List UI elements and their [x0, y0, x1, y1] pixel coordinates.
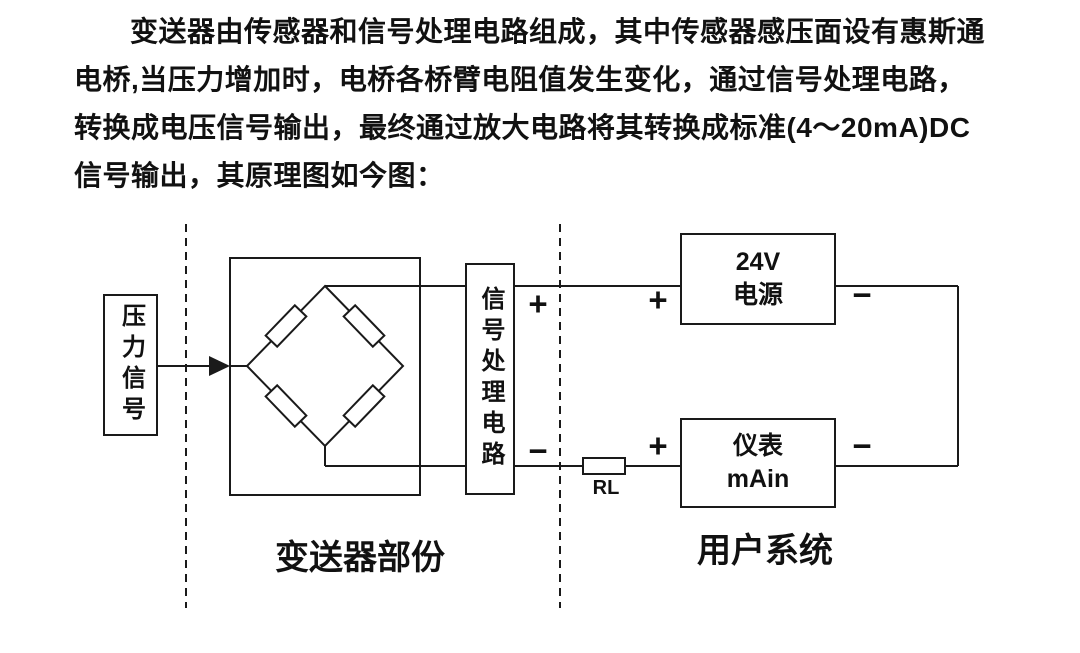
pressure-signal-label: 压力信号 [117, 303, 145, 427]
load-resistor [582, 457, 626, 475]
pressure-signal-box: 压力信号 [103, 294, 158, 436]
load-resistor-label: RL [592, 477, 620, 499]
paragraph-line: 电桥,当压力增加时，电桥各桥臂电阻值发生变化，通过信号处理电路， [74, 64, 966, 95]
paragraph-line: 转换成电压信号输出，最终通过放大电路将其转换成标准(4～20mA)DC [74, 112, 971, 143]
meter-label: 仪表 [732, 432, 783, 460]
flow-arrow-head [209, 356, 230, 376]
section-label-user-system: 用户系统 [697, 533, 833, 570]
signal-processing-label: 信号处理电路 [477, 286, 504, 472]
paragraph-line: 变送器由传感器和信号处理电路组成，其中传感器感压面设有惠斯通 [130, 16, 986, 47]
power-supply-label: 电源 [732, 281, 783, 309]
meter-plus-terminal: + [648, 427, 668, 464]
power-plus-terminal: + [648, 281, 668, 318]
bridge-outer-box [229, 257, 421, 496]
intro-paragraph: 变送器由传感器和信号处理电路组成，其中传感器感压面设有惠斯通 电桥,当压力增加时… [74, 8, 1019, 200]
signal-processing-box: 信号处理电路 [465, 263, 515, 495]
signal-plus-terminal: + [528, 285, 548, 322]
paragraph-line: 信号输出，其原理图如今图： [74, 160, 445, 191]
wheatstone-bridge [245, 284, 405, 448]
meter-unit-label: mAin [726, 465, 790, 493]
power-minus-terminal: − [852, 276, 872, 313]
meter-box: 仪表 mAin [680, 418, 836, 508]
bridge-resistor [342, 303, 386, 349]
bridge-resistor [264, 303, 308, 349]
bridge-resistor [264, 383, 308, 429]
signal-minus-terminal: − [528, 432, 548, 469]
power-supply-voltage: 24V [735, 248, 781, 276]
section-label-transmitter: 变送器部份 [275, 540, 445, 577]
bridge-resistor [342, 383, 386, 429]
power-supply-box: 24V 电源 [680, 233, 836, 325]
meter-minus-terminal: − [852, 427, 872, 464]
